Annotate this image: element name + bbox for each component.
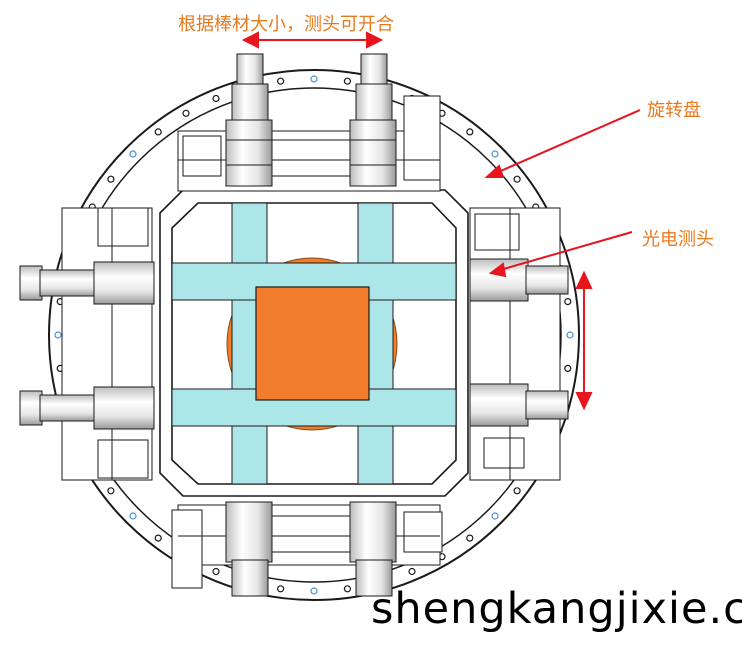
bolt-hole	[408, 567, 416, 576]
bolt-hole	[154, 534, 162, 542]
rotary-disk-label: 旋转盘	[647, 100, 701, 121]
bolt-hole	[513, 175, 521, 183]
bolt-hole	[466, 128, 474, 136]
bolt-hole	[277, 585, 285, 593]
bolt-hole	[212, 567, 220, 576]
bolt-hole	[129, 150, 137, 158]
bolt-hole	[564, 364, 572, 372]
bolt-hole	[566, 331, 574, 339]
left-probe-assembly	[19, 207, 155, 481]
right-probe-assembly	[469, 207, 569, 481]
bottom-probe-assembly	[171, 501, 443, 597]
bolt-hole	[54, 331, 62, 339]
rotary-disk-pointer	[495, 109, 641, 174]
photo-probe-label: 光电测头	[642, 229, 714, 250]
probe-pointer	[499, 231, 633, 271]
bolt-hole	[513, 487, 521, 495]
bolt-hole	[277, 77, 285, 85]
bolt-hole	[310, 587, 318, 595]
bolt-hole	[182, 109, 190, 117]
bolt-hole	[564, 298, 572, 306]
bolt-hole	[466, 534, 474, 542]
bolt-hole	[491, 150, 499, 158]
bolt-hole	[107, 487, 115, 495]
open-close-label: 根据棒材大小，测头可开合	[178, 14, 394, 35]
bolt-hole	[491, 512, 499, 520]
bolt-hole	[129, 512, 137, 520]
bolt-hole	[310, 75, 318, 83]
bolt-hole	[107, 175, 115, 183]
bolt-hole	[212, 94, 220, 103]
top-probe-assembly	[177, 53, 441, 192]
watermark-text: shengkangjixie.c	[371, 584, 742, 634]
bolt-hole	[343, 585, 351, 593]
guide-bars	[171, 202, 457, 485]
bolt-hole	[154, 128, 162, 136]
bolt-hole	[343, 77, 351, 85]
inner-frame	[159, 189, 469, 497]
workpiece-block	[255, 286, 370, 401]
annotation-arrows	[241, 31, 641, 411]
